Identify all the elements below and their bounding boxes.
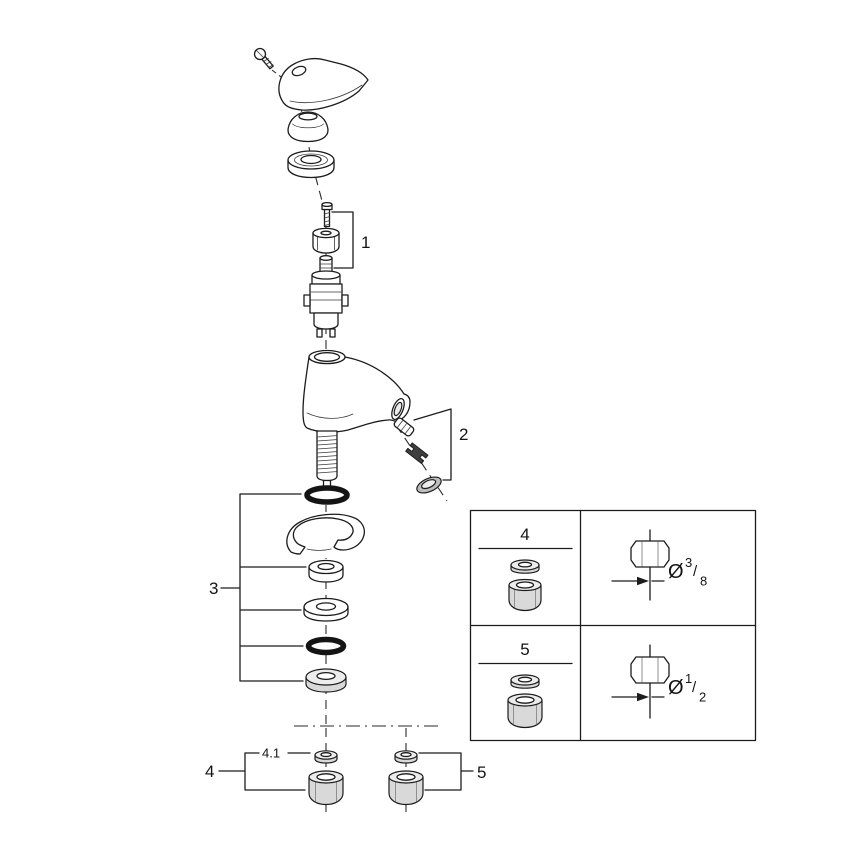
- part-2-cap: [416, 476, 442, 494]
- table-nut-4-icon: [508, 578, 542, 612]
- callout-1: 1: [331, 211, 370, 269]
- dim-5-numerator: 1: [685, 671, 692, 686]
- dimension-callout-3-8: Ø 3 / 8: [611, 529, 707, 601]
- base-washer: [305, 668, 347, 693]
- lever-handle: [278, 57, 369, 111]
- table-part-4-label: 4: [520, 525, 529, 544]
- bushing-washer: [308, 559, 344, 583]
- o-ring-lower: [305, 636, 347, 656]
- dimension-callout-1-2: Ø 1 / 2: [611, 644, 706, 719]
- center-axis-lines: [271, 69, 448, 813]
- handle-screw-icon: [253, 47, 274, 70]
- cartridge-screw-icon: [321, 201, 333, 228]
- nut-5: [388, 770, 424, 806]
- table-part-5-label: 5: [520, 640, 529, 659]
- table-nut-5-icon: [507, 693, 543, 729]
- callout-4: 4 4.1: [205, 746, 311, 791]
- callout-4-1-label: 4.1: [262, 746, 280, 761]
- mounting-bracket: [286, 512, 366, 558]
- washer-5: [394, 750, 418, 764]
- part-2-pin: [393, 417, 415, 437]
- dim-4-denominator: 8: [700, 574, 707, 589]
- cartridge: [303, 255, 349, 338]
- callout-3: 3: [209, 493, 307, 682]
- dim-4-numerator: 3: [685, 555, 692, 570]
- table-row-5: 5 Ø 1 / 2: [478, 640, 706, 729]
- part-2-clip: [405, 442, 429, 464]
- dim-4-slash: /: [693, 563, 698, 580]
- table-washer-4-icon: [510, 559, 540, 574]
- callout-1-label: 1: [361, 233, 370, 252]
- faucet-body: [302, 349, 411, 433]
- callout-2: 2: [413, 408, 468, 481]
- callout-4-label: 4: [205, 762, 214, 781]
- nut-4: [308, 770, 344, 806]
- dim-5-symbol: Ø: [668, 677, 684, 699]
- table-washer-5-icon: [510, 674, 540, 689]
- callout-2-label: 2: [459, 425, 468, 444]
- cartridge-nut: [312, 227, 340, 254]
- o-ring-upper: [303, 485, 351, 505]
- callout-5: 5: [418, 752, 486, 791]
- aerator-outlet-icon: [391, 397, 405, 421]
- dim-5-denominator: 2: [699, 690, 706, 705]
- dim-4-symbol: Ø: [668, 561, 684, 583]
- parts-table: 4 Ø 3 / 8: [469, 509, 757, 742]
- threaded-shank: [316, 430, 338, 490]
- dim-5-slash: /: [692, 679, 697, 696]
- callout-3-label: 3: [209, 579, 218, 598]
- table-row-4: 4 Ø 3 / 8: [478, 525, 707, 612]
- flat-washer: [303, 597, 349, 622]
- callout-5-label: 5: [477, 763, 486, 782]
- washer-4-1: [314, 750, 338, 764]
- escutcheon-ring: [287, 150, 335, 179]
- dome-cap: [287, 111, 329, 143]
